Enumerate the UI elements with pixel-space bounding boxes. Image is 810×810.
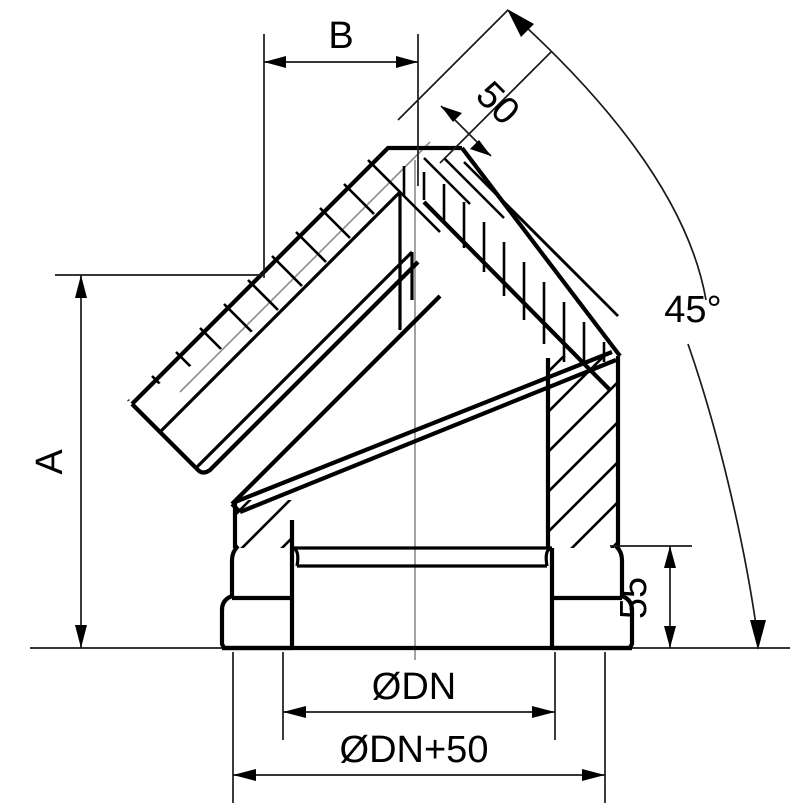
dim-a-arrow-bottom [75, 625, 87, 648]
bottom-socket [219, 544, 635, 651]
dim-55-arrow-top [664, 546, 676, 568]
diagonal-wall-hatch [127, 159, 441, 404]
dim-55-arrow-bottom [664, 626, 676, 648]
dim-50-ext-inner [439, 51, 552, 164]
dimension-a: A [29, 274, 264, 649]
socket-seat-left-round [291, 546, 300, 567]
diagonal-bore-line [230, 294, 442, 506]
dim-50-ext-outer [397, 9, 509, 121]
diagonal-bead-outer [194, 260, 420, 475]
dim-dn-arrow-right [532, 706, 555, 718]
dim-dnp50-label: ØDN+50 [340, 729, 489, 771]
dim-a-label: A [29, 449, 71, 475]
diagonal-center-line [179, 141, 431, 393]
dim-55-label: 55 [613, 577, 655, 619]
apex-outer-right [460, 146, 622, 358]
right-vertical-wall [545, 356, 621, 548]
dim-50-arrow-lower [470, 140, 491, 156]
dimension-dn-plus-50: ØDN+50 [232, 652, 606, 803]
dim-50-label: 50 [468, 74, 528, 134]
diagonal-bead-inner [194, 250, 414, 470]
angle-arrow-bottom [750, 620, 766, 650]
dim-dnp50-arrow-right [582, 769, 605, 781]
dimension-angle: 45° [507, 9, 790, 650]
dimension-dn: ØDN [282, 652, 556, 740]
socket-left-profile [219, 544, 240, 649]
left-vertical-wall [232, 500, 295, 548]
dim-b-label: B [328, 15, 353, 57]
dim-50-arrow-upper [441, 106, 462, 122]
dimension-55: 55 [610, 545, 692, 648]
dim-dn-arrow-left [283, 706, 306, 718]
diagonal-outer-edge [130, 155, 381, 406]
dim-b-arrow-left [264, 56, 286, 68]
dim-b-arrow-right [396, 56, 418, 68]
right-upper-wall-hatch [402, 157, 619, 392]
angle-arc-lower [687, 343, 758, 633]
apex-outer-top [377, 145, 462, 159]
center-lines [179, 141, 431, 660]
dim-dnp50-arrow-left [233, 769, 256, 781]
dimension-50: 50 [397, 9, 552, 164]
elbow-body [127, 145, 635, 651]
mitre-seam-line-inner [239, 358, 617, 514]
diagonal-left-end-face [130, 402, 198, 470]
dimension-b: B [263, 15, 419, 278]
right-upper-wall-inner-edge [422, 200, 612, 392]
diagonal-inner-edge-1 [158, 190, 402, 434]
socket-right-profile [614, 544, 635, 649]
socket-seat-right-round [544, 546, 553, 567]
dim-angle-label: 45° [664, 289, 721, 331]
angle-arrow-top [507, 9, 534, 37]
dim-a-arrow-top [75, 275, 87, 298]
angle-arc-upper [511, 13, 707, 301]
dim-dn-label: ØDN [372, 666, 456, 708]
